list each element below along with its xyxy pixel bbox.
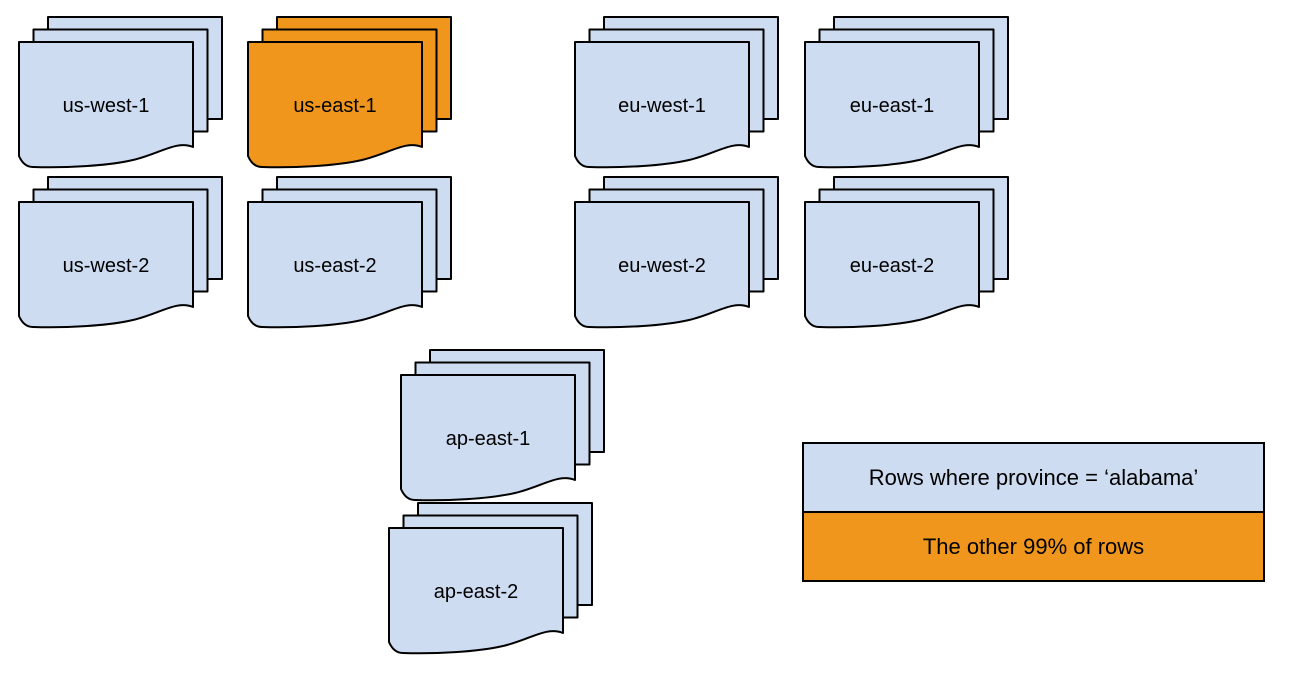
document-stack-icon — [574, 176, 779, 329]
legend: Rows where province = ‘alabama’ The othe… — [802, 442, 1265, 582]
document-stack-icon — [804, 16, 1009, 169]
stack-us-east-1: us-east-1 — [247, 16, 453, 171]
legend-item-label: The other 99% of rows — [922, 533, 1145, 559]
document-stack-icon — [574, 16, 779, 169]
stack-eu-west-1: eu-west-1 — [574, 16, 780, 171]
stack-ap-east-1: ap-east-1 — [400, 349, 606, 504]
document-stack-icon — [804, 176, 1009, 329]
document-stack-icon — [18, 176, 223, 329]
document-stack-icon — [388, 502, 593, 655]
document-stack-icon — [247, 16, 452, 169]
stack-us-west-1: us-west-1 — [18, 16, 224, 171]
stack-ap-east-2: ap-east-2 — [388, 502, 594, 657]
legend-item-other-rows: The other 99% of rows — [804, 511, 1263, 580]
stack-us-east-2: us-east-2 — [247, 176, 453, 331]
stack-eu-west-2: eu-west-2 — [574, 176, 780, 331]
document-stack-icon — [247, 176, 452, 329]
document-stack-icon — [400, 349, 605, 502]
stack-eu-east-2: eu-east-2 — [804, 176, 1010, 331]
legend-item-label: Rows where province = ‘alabama’ — [868, 464, 1199, 490]
stack-eu-east-1: eu-east-1 — [804, 16, 1010, 171]
stack-us-west-2: us-west-2 — [18, 176, 224, 331]
document-stack-icon — [18, 16, 223, 169]
legend-item-province-alabama: Rows where province = ‘alabama’ — [804, 444, 1263, 511]
